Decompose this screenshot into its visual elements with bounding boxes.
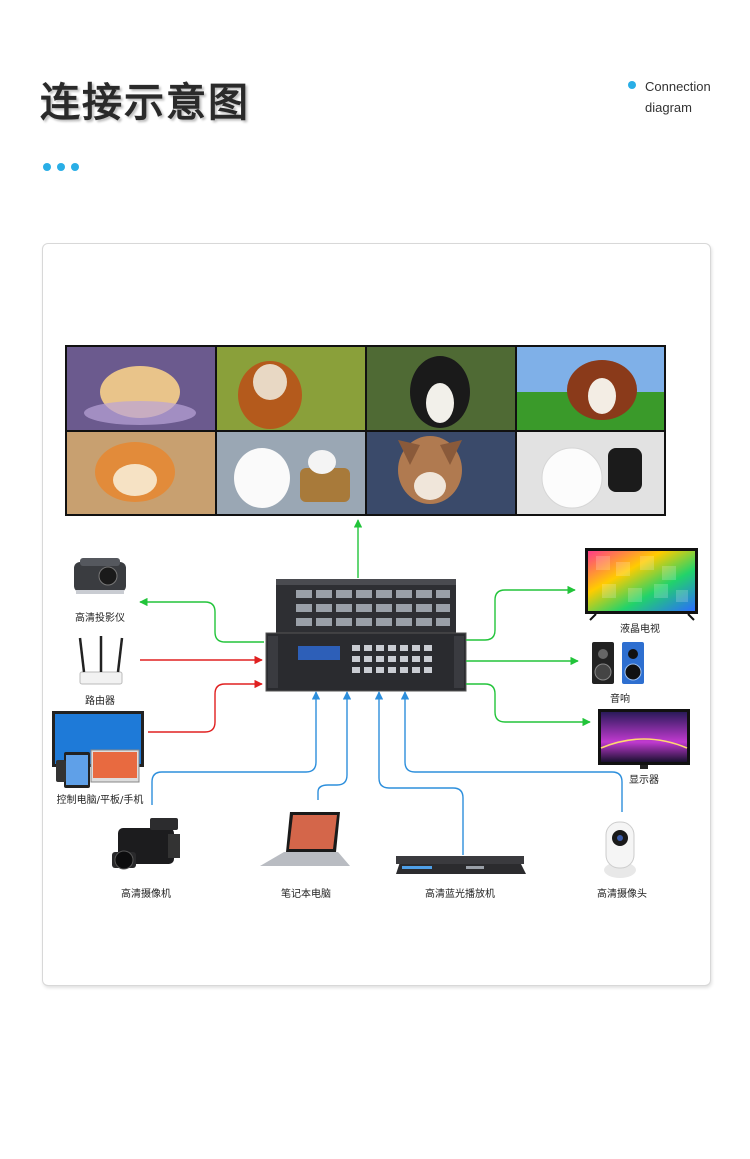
video-wall-cell [367,432,515,514]
label-control-pc: 控制电脑/平板/手机 [56,795,144,806]
label-lcd-tv: 液晶电视 [620,624,660,635]
line-from-bluray [374,691,464,855]
control-pc-icon [52,711,144,788]
speaker-icon [592,642,644,684]
page-subtitle: Connection diagram [645,79,711,115]
label-ip-camera: 高清摄像头 [597,889,647,900]
monitor-icon [598,709,690,769]
projector-icon [74,558,126,594]
bluray-player-icon [396,856,526,874]
video-wall-cell [217,347,365,430]
matrix-switcher [265,579,467,692]
decorative-dots [43,156,85,175]
label-monitor: 显示器 [629,775,659,786]
label-bluray: 高清蓝光播放机 [425,889,495,900]
video-wall-cell [67,347,215,430]
connection-lines [139,519,623,855]
line-from-camcorder [151,691,321,805]
router-icon [78,636,124,685]
line-to-lcd-tv [466,585,576,641]
video-wall-cell [67,432,215,514]
label-projector: 高清投影仪 [75,613,125,624]
line-to-projector [139,597,264,643]
lcd-tv-icon [585,548,698,621]
camcorder-icon [112,818,180,870]
line-from-laptop [317,691,352,800]
video-wall-cell [517,432,664,514]
line-to-monitor [466,683,591,727]
matrix-lcd-display [298,646,340,660]
line-from-control-pc [148,679,263,733]
video-wall-cell [517,347,664,430]
ip-camera-icon [604,821,636,878]
video-wall [65,345,666,516]
label-speaker: 音响 [610,694,630,705]
label-router: 路由器 [85,696,115,707]
bullet-dot-icon [628,81,636,89]
video-wall-cell [367,347,515,430]
laptop-icon [260,812,350,866]
label-camcorder: 高清摄像机 [121,889,171,900]
label-laptop: 笔记本电脑 [281,889,331,900]
page-title: 连接示意图 [40,80,250,126]
video-wall-cell [217,432,365,514]
line-from-ip-camera [400,691,623,812]
